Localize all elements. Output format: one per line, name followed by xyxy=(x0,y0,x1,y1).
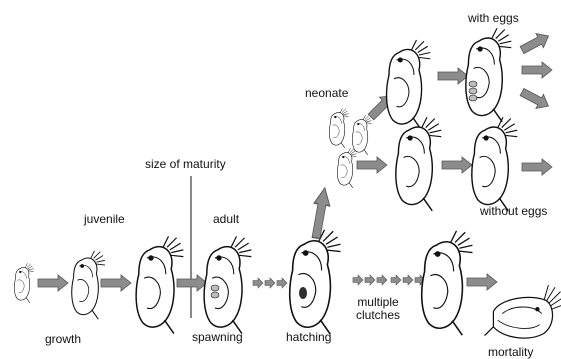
daphnia-icon xyxy=(14,262,34,304)
daphnia-icon xyxy=(471,116,519,212)
daphnia-icon xyxy=(203,235,253,335)
daphnia-icon xyxy=(288,229,342,335)
juvenile-label: juvenile xyxy=(84,212,125,226)
dotted-arrow-icon xyxy=(352,274,388,286)
daphnia-icon xyxy=(71,250,106,320)
adult-label: adult xyxy=(213,212,240,226)
arrow-icon xyxy=(437,67,469,85)
arrow-icon xyxy=(356,156,388,174)
daphnia-icon xyxy=(329,107,349,149)
hatching-label: hatching xyxy=(286,330,332,344)
size-of-maturity-label: size of maturity xyxy=(145,157,226,171)
multiple-clutches-line2: clutches xyxy=(355,308,401,322)
egg-mark xyxy=(468,94,478,102)
arrow-icon xyxy=(466,273,498,291)
multiple-clutches-label: multiple clutches xyxy=(354,296,402,322)
dotted-arrow-icon xyxy=(252,277,288,289)
daphnia-icon xyxy=(483,284,561,339)
arrow-icon xyxy=(100,274,132,292)
arrow-icon xyxy=(441,156,473,174)
daphnia-icon xyxy=(352,114,372,156)
daphnia-icon xyxy=(135,235,185,335)
arrow-icon xyxy=(517,84,553,114)
daphnia-icon xyxy=(395,116,443,212)
dotted-arrow-icon xyxy=(390,274,426,286)
neonate-label: neonate xyxy=(305,86,349,100)
arrow-icon xyxy=(521,158,553,176)
egg-mark xyxy=(468,87,478,95)
daphnia-icon xyxy=(465,27,513,123)
egg-mark xyxy=(210,291,220,299)
multiple-clutches-line1: multiple xyxy=(357,295,399,309)
arrow-icon xyxy=(521,61,553,79)
arrow-icon xyxy=(37,274,69,292)
mortality-label: mortality xyxy=(488,345,534,359)
daphnia-icon xyxy=(337,147,357,189)
daphnia-icon xyxy=(420,230,474,336)
brood-mark xyxy=(299,287,307,299)
daphnia-icon xyxy=(385,39,431,131)
egg-mark xyxy=(210,284,220,292)
without-eggs-label: without eggs xyxy=(480,204,548,218)
growth-label: growth xyxy=(45,332,82,346)
egg-mark xyxy=(468,80,478,88)
arrow-icon xyxy=(176,274,208,292)
arrow-icon xyxy=(307,185,334,241)
with-eggs-label: with eggs xyxy=(468,11,519,25)
spawning-label: spawning xyxy=(192,330,243,344)
arrow-icon xyxy=(517,28,553,58)
